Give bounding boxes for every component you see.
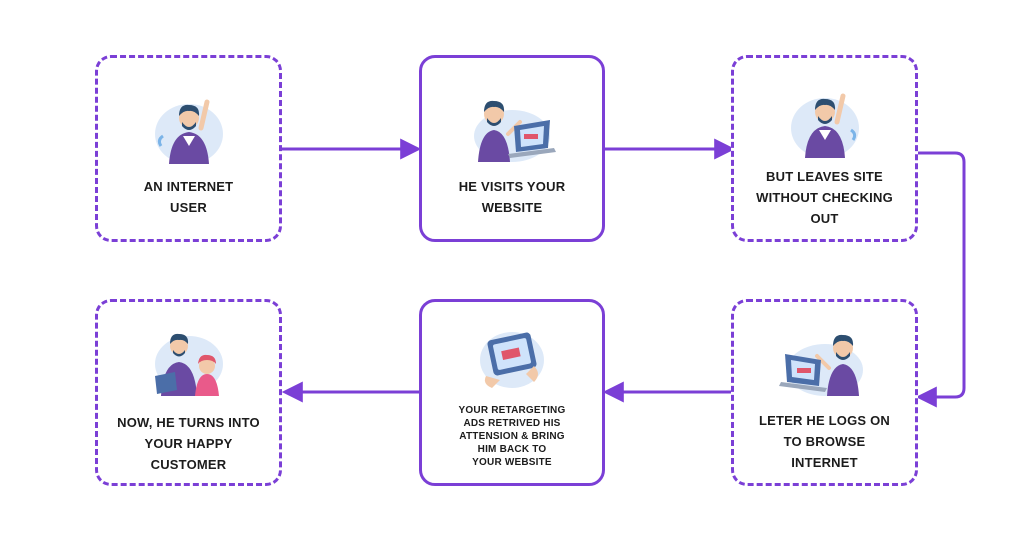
step-retargeting-ads: YOUR RETARGETING ADS RETRIVED HIS ATTENS…	[419, 299, 605, 486]
waving-man-icon	[790, 93, 859, 158]
man-at-laptop-icon	[778, 334, 863, 396]
step-label: BUT LEAVES SITE WITHOUT CHECKING OUT	[756, 169, 893, 226]
waving-man-icon	[154, 99, 223, 164]
step-leaves-site: BUT LEAVES SITE WITHOUT CHECKING OUT	[731, 55, 918, 242]
happy-customer-icon	[154, 333, 223, 396]
step-visits-website: HE VISITS YOUR WEBSITE	[419, 55, 605, 242]
arrow-3-4	[915, 151, 966, 408]
step-label: AN INTERNET USER	[143, 179, 234, 215]
tablet-ad-icon	[480, 332, 544, 388]
step-label: NOW, HE TURNS INTO YOUR HAPPY CUSTOMER	[117, 415, 260, 472]
man-at-laptop-icon	[474, 100, 556, 162]
step-happy-customer: NOW, HE TURNS INTO YOUR HAPPY CUSTOMER	[95, 299, 282, 486]
step-label: YOUR RETARGETING ADS RETRIVED HIS ATTENS…	[458, 405, 566, 468]
step-internet-user: AN INTERNET USER	[95, 55, 282, 242]
step-label: LETER HE LOGS ON TO BROWSE INTERNET	[758, 413, 891, 470]
step-label: HE VISITS YOUR WEBSITE	[458, 179, 566, 215]
step-logs-on: LETER HE LOGS ON TO BROWSE INTERNET	[731, 299, 918, 486]
